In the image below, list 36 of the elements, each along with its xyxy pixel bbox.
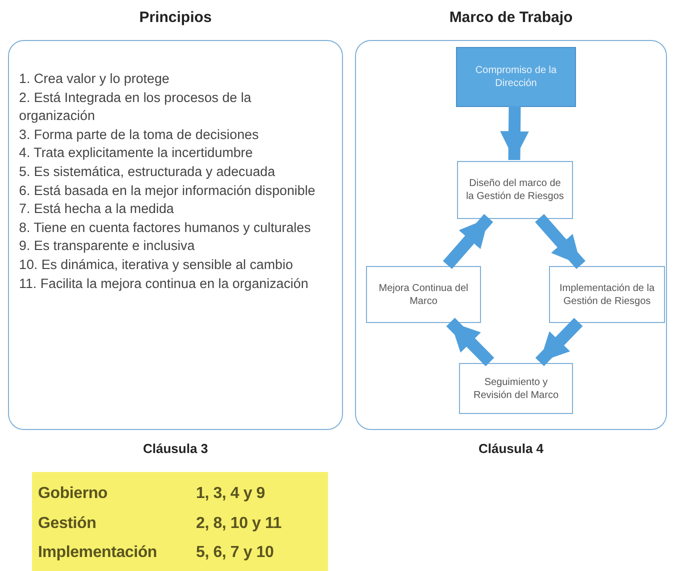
process-text: Compromiso de la Dirección	[474, 64, 558, 90]
block-arrow	[535, 318, 583, 366]
principle-item: 2. Está Integrada en los procesos de la organización	[19, 88, 252, 126]
block-arrow	[500, 106, 529, 160]
block-arrow	[446, 318, 494, 366]
principle-item: 1. Crea valor y lo protege	[19, 70, 170, 88]
process-text: Diseño del marco de la Gestión de Riesgos	[465, 177, 565, 203]
process-box	[549, 266, 665, 323]
clause-caption: Cláusula 3	[142, 441, 208, 456]
principle-item: 10. Es dinámica, iterativa y sensible al cambio	[19, 256, 294, 274]
panel-heading: Marco de Trabajo	[449, 9, 573, 26]
process-box	[366, 266, 481, 323]
principle-item: 11. Facilita la mejora continua en la organización	[19, 274, 310, 293]
category-label: Gobierno	[38, 485, 108, 503]
principle-numbers: 5, 6, 7 y 10	[196, 544, 274, 562]
principle-item: 6. Está basada en la mejor información disponible	[19, 182, 316, 200]
block-arrow	[442, 214, 494, 269]
category-label: Implementación	[38, 544, 158, 562]
process-box	[457, 161, 573, 219]
principle-item: 5. Es sistemática, estructurada y adecuada	[19, 162, 276, 181]
process-box	[456, 47, 576, 107]
clause-caption: Cláusula 4	[478, 441, 544, 456]
principle-numbers: 2, 8, 10 y 11	[196, 514, 282, 532]
category-label: Gestión	[38, 514, 96, 532]
principle-item: 4. Trata explicitamente la incertidumbre	[19, 144, 254, 162]
panel-heading: Principios	[139, 9, 212, 26]
principle-item: 3. Forma parte de la toma de decisiones	[19, 126, 260, 144]
process-text: Implementación de la Gestión de Riesgos	[558, 282, 656, 308]
process-text: Mejora Continua del Marco	[378, 282, 470, 308]
block-arrow	[535, 214, 586, 269]
process-box	[459, 363, 573, 414]
principle-item: 7. Está hecha a la medida	[19, 200, 175, 218]
principle-numbers: 1, 3, 4 y 9	[196, 485, 265, 503]
principle-item: 9. Es transparente e inclusiva	[19, 237, 196, 256]
principle-item: 8. Tiene en cuenta factores humanos y culturales	[19, 218, 312, 237]
process-text: Seguimiento y Revisión del Marco	[472, 376, 560, 402]
